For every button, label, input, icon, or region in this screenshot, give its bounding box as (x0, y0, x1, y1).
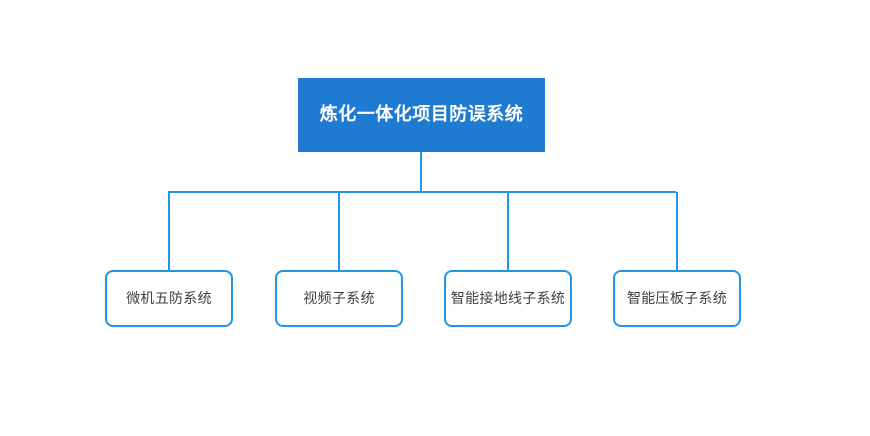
node-child-label: 视频子系统 (303, 290, 375, 307)
node-child-shipin[interactable]: 视频子系统 (275, 270, 403, 327)
node-child-weiji-wufang[interactable]: 微机五防系统 (105, 270, 233, 327)
node-root-label: 炼化一体化项目防误系统 (319, 104, 524, 125)
node-child-label: 智能压板子系统 (626, 290, 728, 307)
node-child-zhineng-yaban[interactable]: 智能压板子系统 (613, 270, 741, 327)
node-root-system[interactable]: 炼化一体化项目防误系统 (298, 78, 545, 152)
node-child-zhineng-jiedixian[interactable]: 智能接地线子系统 (444, 270, 572, 327)
node-child-label: 智能接地线子系统 (450, 290, 566, 307)
node-child-label: 微机五防系统 (126, 290, 212, 307)
